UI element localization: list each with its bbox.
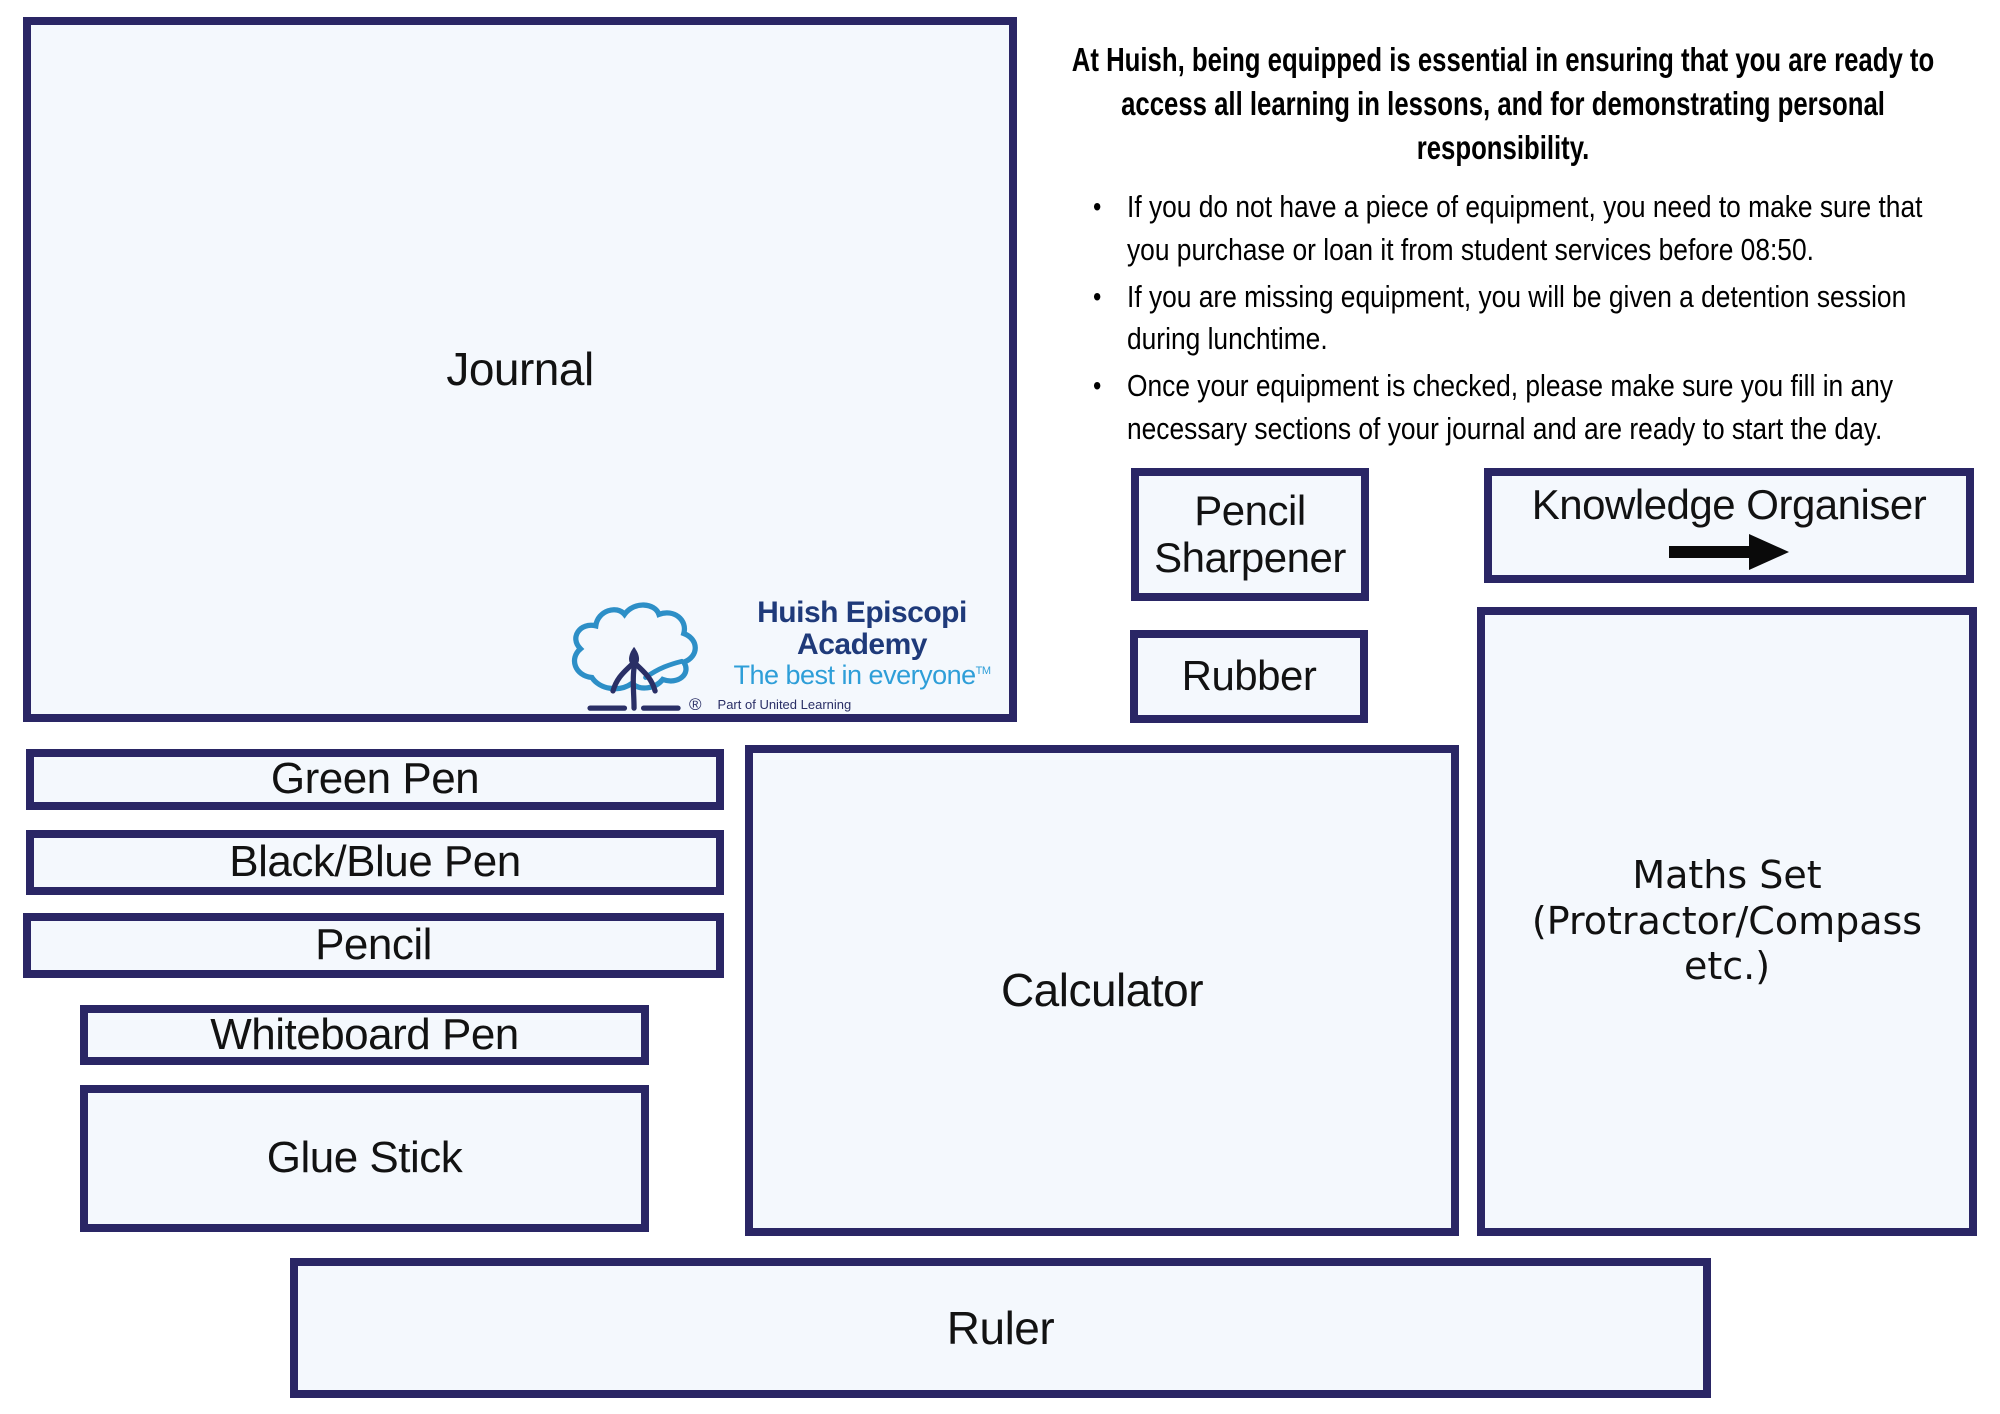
green-pen-label: Green Pen [270,754,480,804]
maths-set-label: Maths Set (Protractor/Compass etc.) [1531,853,1923,989]
bullet-item: • Once your equipment is checked, please… [1093,365,1960,451]
bullet-glyph: • [1093,191,1102,222]
bullet-glyph: • [1093,280,1102,312]
pencil-box: Pencil [23,913,724,978]
bullet-list: • If you do not have a piece of equipmen… [1093,186,1960,455]
ruler-label: Ruler [946,1301,1055,1354]
knowledge-organiser-label: Knowledge Organiser [1531,481,1927,528]
academy-name: Huish Episcopi Academy [757,596,967,661]
tagline-text: The best in everyone [733,660,976,691]
school-logo: Huish Episcopi Academy The best in every… [559,596,1001,714]
glue-stick-label: Glue Stick [266,1133,463,1183]
pencil-sharpener-label: Pencil Sharpener [1154,487,1346,581]
bullet-item: • If you do not have a piece of equipmen… [1093,186,1960,272]
whiteboard-pen-box: Whiteboard Pen [80,1005,649,1065]
logo-subtitle-row: ® Part of United Learning [689,695,1001,715]
black-blue-pen-box: Black/Blue Pen [26,830,724,895]
bullet-item: • If you are missing equipment, you will… [1093,276,1960,362]
school-logo-text: Huish Episcopi Academy The best in every… [689,596,1001,714]
black-blue-pen-label: Black/Blue Pen [229,837,521,887]
pencil-label: Pencil [315,920,432,970]
knowledge-organiser-box: Knowledge Organiser [1484,468,1974,583]
registered-mark: ® [689,694,702,714]
glue-stick-box: Glue Stick [80,1085,649,1232]
right-arrow-icon [1669,534,1789,571]
intro-text: At Huish, being equipped is essential in… [1071,41,1935,166]
bullet-text: If you do not have a piece of equipment,… [1127,189,1923,267]
bullet-text: Once your equipment is checked, please m… [1127,368,1894,446]
whiteboard-pen-label: Whiteboard Pen [210,1009,519,1059]
ruler-box: Ruler [290,1258,1711,1398]
rubber-label: Rubber [1181,652,1317,700]
bullet-text: If you are missing equipment, you will b… [1127,278,1907,357]
journal-label: Journal [446,343,594,396]
bullet-glyph: • [1093,370,1102,402]
academy-tagline: The best in everyoneTM [723,660,1001,691]
calculator-label: Calculator [1000,964,1204,1017]
maths-set-box: Maths Set (Protractor/Compass etc.) [1477,607,1977,1236]
green-pen-box: Green Pen [26,749,724,810]
calculator-box: Calculator [745,745,1459,1236]
trademark-mark: TM [975,665,991,678]
tree-with-person-icon [571,602,698,711]
rubber-box: Rubber [1130,630,1368,723]
united-learning-subtitle: Part of United Learning [717,697,852,713]
journal-box: Journal Huish Episcopi Academy The best … [23,17,1017,722]
pencil-sharpener-box: Pencil Sharpener [1131,468,1369,601]
